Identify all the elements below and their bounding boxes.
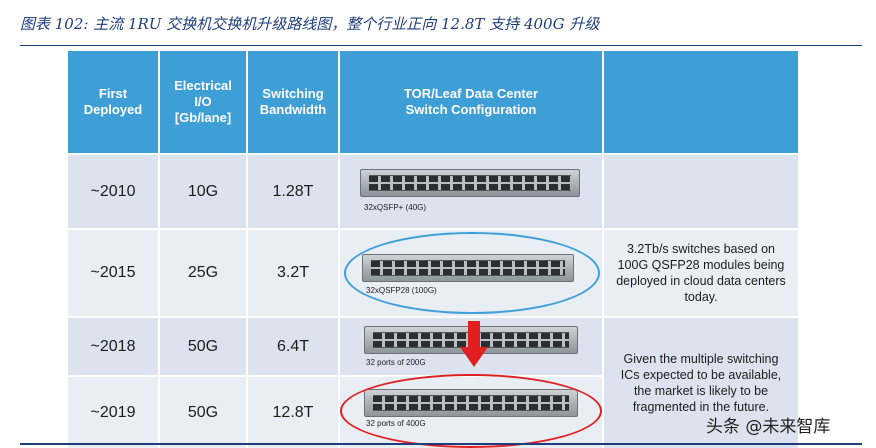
year-2018: ~2018 — [68, 318, 158, 375]
header-switching-bandwidth: Switching Bandwidth — [248, 51, 338, 153]
header-switch-configuration: TOR/Leaf Data Center Switch Configuratio… — [340, 51, 602, 153]
header-first-deployed: First Deployed — [68, 51, 158, 153]
notes-cell-2010 — [604, 155, 798, 228]
io-2015: 25G — [160, 230, 246, 316]
down-arrow-icon — [460, 321, 488, 367]
roadmap-table: First Deployed Electrical I/O [Gb/lane] … — [68, 51, 798, 448]
year-2019: ~2019 — [68, 377, 158, 448]
note-2018-2019: Given the multiple switching ICs expecte… — [604, 318, 798, 448]
caption-divider — [20, 45, 862, 46]
switch-image-2010 — [360, 169, 580, 197]
highlight-ellipse-2015 — [344, 232, 600, 314]
watermark: 头条 @未来智库 — [706, 417, 831, 437]
bandwidth-2015: 3.2T — [248, 230, 338, 316]
switch-label-2018: 32 ports of 200G — [366, 358, 426, 367]
config-cell-2010: 32xQSFP+ (40G) — [340, 155, 602, 228]
year-2010: ~2010 — [68, 155, 158, 228]
highlight-ellipse-2019 — [340, 374, 602, 448]
bottom-divider — [20, 443, 862, 445]
header-electrical-io: Electrical I/O [Gb/lane] — [160, 51, 246, 153]
bandwidth-2010: 1.28T — [248, 155, 338, 228]
bandwidth-2018: 6.4T — [248, 318, 338, 375]
switch-label-2010: 32xQSFP+ (40G) — [364, 203, 427, 212]
year-2015: ~2015 — [68, 230, 158, 316]
io-2010: 10G — [160, 155, 246, 228]
note-2015: 3.2Tb/s switches based on 100G QSFP28 mo… — [604, 230, 798, 316]
figure-caption: 图表 102: 主流 1RU 交换机交换机升级路线图，整个行业正向 12.8T … — [20, 15, 600, 33]
header-notes — [604, 51, 798, 153]
io-2019: 50G — [160, 377, 246, 448]
bandwidth-2019: 12.8T — [248, 377, 338, 448]
io-2018: 50G — [160, 318, 246, 375]
